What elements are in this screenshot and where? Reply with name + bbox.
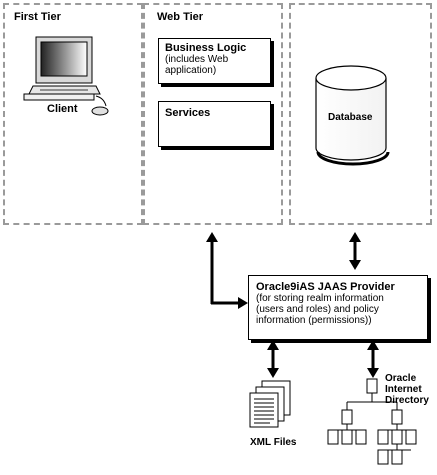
oid-label-line-1: Oracle — [385, 373, 417, 384]
business-logic-sub-2: application) — [165, 65, 217, 76]
services-title: Services — [165, 107, 211, 119]
business-logic-box: Business Logic (includes Web application… — [158, 38, 271, 84]
oid-directory-tree-icon — [327, 378, 417, 465]
xml-files-label: XML Files — [250, 437, 297, 448]
web-tier-to-provider-arrow — [206, 232, 248, 309]
database-label: Database — [328, 112, 373, 123]
first-tier-region — [3, 3, 143, 225]
services-box: Services — [158, 101, 271, 147]
provider-to-xml-arrow — [267, 340, 279, 378]
business-logic-title: Business Logic — [165, 42, 247, 54]
business-logic-sub-1: (includes Web — [165, 54, 229, 65]
web-tier-title: Web Tier — [157, 11, 204, 23]
jaas-provider-box: Oracle9iAS JAAS Provider (for storing re… — [248, 275, 428, 340]
web-tier-region — [143, 3, 283, 225]
jaas-provider-title: Oracle9iAS JAAS Provider — [256, 281, 395, 293]
jaas-provider-line-3: information (permissions)) — [256, 315, 372, 326]
oid-label-line-2: Internet — [385, 384, 422, 395]
database-to-provider-arrow — [349, 232, 361, 270]
first-tier-title: First Tier — [14, 11, 61, 23]
provider-to-oid-arrow — [367, 340, 379, 378]
xml-files-icon — [249, 380, 291, 428]
jaas-provider-line-2: (users and roles) and policy — [256, 304, 379, 315]
database-cylinder-icon — [315, 65, 390, 166]
client-computer-icon — [23, 36, 109, 116]
jaas-provider-line-1: (for storing realm information — [256, 293, 384, 304]
client-label: Client — [47, 103, 78, 115]
database-tier-region — [289, 3, 432, 225]
oid-label-line-3: Directory — [385, 395, 429, 406]
